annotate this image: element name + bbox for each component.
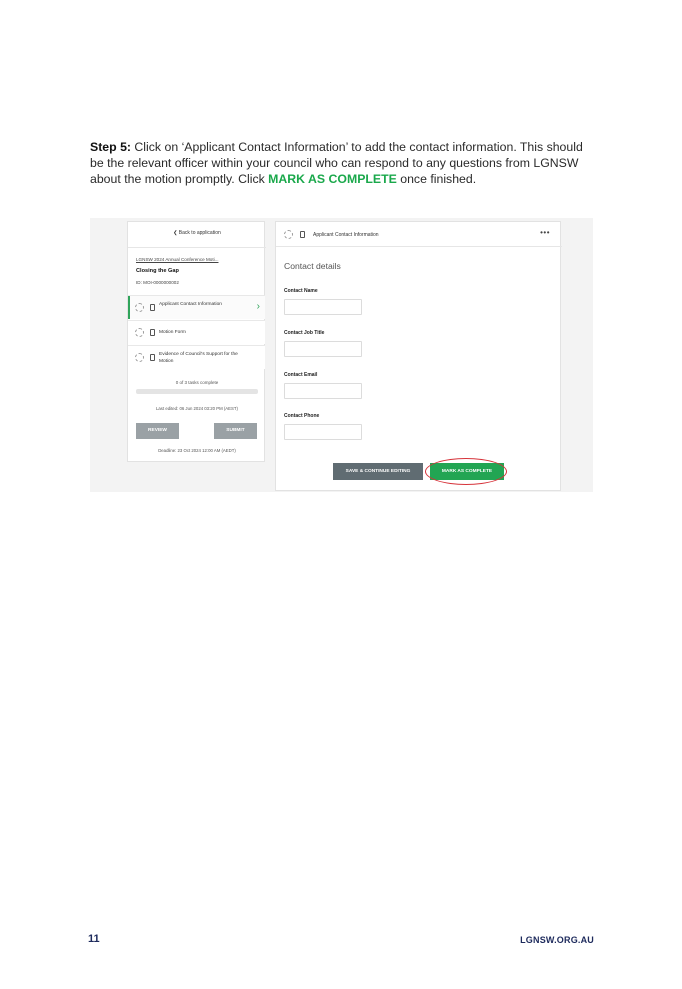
- task-motion-form[interactable]: Motion Form: [128, 320, 265, 344]
- task-status-icon: [284, 230, 293, 239]
- document-icon: [150, 329, 155, 336]
- task-status-icon: [135, 303, 144, 312]
- instruction-text-2: once finished.: [396, 172, 477, 186]
- section-title: Contact details: [284, 261, 341, 271]
- deadline-text: Deadline: 23 Oct 2024 12:00 AM (AEDT): [158, 448, 236, 453]
- site-url: LGNSW.ORG.AU: [520, 935, 594, 945]
- highlight-annotation-ring: [425, 458, 507, 485]
- contact-email-label: Contact Email: [284, 372, 318, 378]
- task-evidence-of-support[interactable]: Evidence of Council's Support for the Mo…: [128, 345, 265, 369]
- submit-button[interactable]: SUBMIT: [214, 423, 257, 439]
- task-status-icon: [135, 353, 144, 362]
- save-continue-editing-button[interactable]: SAVE & CONTINUE EDITING: [333, 463, 423, 480]
- application-name-link[interactable]: LGNSW 2024 Annual Conference Moti...: [136, 257, 219, 262]
- task-label: Applicant Contact Information: [159, 302, 222, 307]
- application-title: Closing the Gap: [136, 268, 179, 274]
- contact-email-input[interactable]: [284, 383, 362, 399]
- review-button[interactable]: REVIEW: [136, 423, 179, 439]
- last-edited-text: Last edited: 06 Jun 2024 03:20 PM (AEST): [156, 406, 238, 411]
- more-options-icon[interactable]: •••: [540, 228, 550, 237]
- document-icon: [150, 354, 155, 361]
- contact-name-label: Contact Name: [284, 288, 318, 294]
- application-id: ID: MOI-0000000002: [136, 280, 179, 285]
- instruction-highlight: MARK AS COMPLETE: [268, 172, 397, 186]
- document-icon: [300, 231, 305, 238]
- task-label: Motion Form: [159, 330, 186, 335]
- progress-text: 0 of 3 tasks complete: [175, 380, 219, 385]
- back-to-application-link[interactable]: ❮ Back to application: [173, 230, 221, 236]
- form-header: Applicant Contact Information •••: [276, 222, 562, 247]
- step-label: Step 5:: [90, 140, 131, 154]
- contact-name-input[interactable]: [284, 299, 362, 315]
- progress-bar: [136, 389, 258, 394]
- contact-phone-input[interactable]: [284, 424, 362, 440]
- task-applicant-contact-information[interactable]: Applicant Contact Information ›: [128, 295, 265, 319]
- task-form-panel: Applicant Contact Information ••• Contac…: [275, 221, 562, 491]
- task-status-icon: [135, 328, 144, 337]
- contact-phone-label: Contact Phone: [284, 413, 320, 419]
- task-label: Evidence of Council's Support for the Mo…: [159, 352, 238, 364]
- contact-job-title-label: Contact Job Title: [284, 330, 325, 336]
- instruction-text-1: Click on ‘Applicant Contact Information’…: [90, 140, 583, 186]
- form-header-title: Applicant Contact Information: [313, 232, 379, 238]
- step-instruction: Step 5: Click on ‘Applicant Contact Info…: [90, 139, 595, 187]
- contact-job-title-input[interactable]: [284, 341, 362, 357]
- document-icon: [150, 304, 155, 311]
- page-number: 11: [88, 933, 100, 945]
- divider: [128, 247, 266, 248]
- application-sidebar: ❮ Back to application LGNSW 2024 Annual …: [127, 221, 266, 462]
- chevron-right-icon: ›: [256, 301, 260, 312]
- application-screenshot: ❮ Back to application LGNSW 2024 Annual …: [90, 218, 593, 492]
